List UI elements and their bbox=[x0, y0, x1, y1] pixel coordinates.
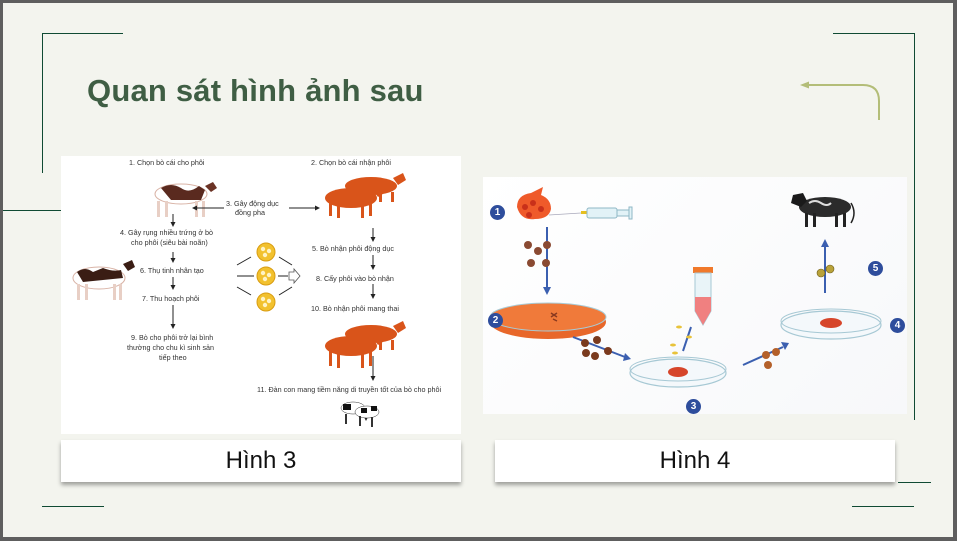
frame-line-top-right-v bbox=[914, 33, 915, 267]
figure-4-ivf-process-diagram: 1 2 3 4 5 bbox=[483, 177, 907, 414]
step-9-label-line3: tiếp theo bbox=[159, 353, 187, 362]
step-6-label: 6. Thụ tinh nhân tạo bbox=[140, 266, 204, 275]
pregnant-cows-icon bbox=[325, 321, 406, 368]
recipient-cows-icon bbox=[325, 173, 406, 218]
syringe-icon bbox=[548, 206, 633, 220]
step-8-label: 8. Cấy phôi vào bò nhận bbox=[316, 274, 394, 283]
slide: Quan sát hình ảnh sau bbox=[3, 3, 953, 537]
step-badge-1: 1 bbox=[490, 205, 505, 220]
curved-arrow-left-icon[interactable] bbox=[3, 3, 953, 133]
calves-icon bbox=[340, 401, 380, 427]
frame-line-top-left-h bbox=[42, 33, 123, 34]
step-10-label: 10. Bò nhận phôi mang thai bbox=[311, 304, 399, 313]
page-title: Quan sát hình ảnh sau bbox=[87, 73, 424, 108]
frame-line-bottom-left-h bbox=[42, 506, 104, 507]
figure-3-caption: Hình 3 bbox=[61, 440, 461, 482]
cow-icon bbox=[791, 193, 855, 227]
step-9-label-line1: 9. Bò cho phôi trở lại bình bbox=[131, 333, 214, 342]
frame-line-bottom-right-h2 bbox=[852, 506, 914, 507]
step-4-label-line2: cho phôi (siêu bài noãn) bbox=[131, 238, 208, 247]
frame-line-bottom-right-h1 bbox=[898, 482, 931, 483]
step-2-label: 2. Chọn bò cái nhận phôi bbox=[311, 158, 391, 167]
donor-cow-small-icon bbox=[72, 260, 135, 300]
step-badge-3: 3 bbox=[686, 399, 701, 414]
step-badge-4: 4 bbox=[890, 318, 905, 333]
figure-3-illustration bbox=[72, 173, 406, 427]
step-11-label: 11. Đàn con mang tiềm năng di truyền tốt… bbox=[257, 385, 442, 394]
ovary-icon bbox=[517, 187, 551, 220]
donor-cow-icon bbox=[154, 182, 217, 217]
figure-4-caption: Hình 4 bbox=[495, 440, 895, 482]
frame-line-top-left-v bbox=[42, 33, 43, 173]
step-badge-5: 5 bbox=[868, 261, 883, 276]
step-3-label-line1: 3. Gây động dục bbox=[226, 199, 279, 208]
frame-line-top-right-h bbox=[833, 33, 914, 34]
figure-3-embryo-transfer-diagram: 1. Chọn bò cái cho phôi 2. Chọn bò cái n… bbox=[61, 156, 461, 434]
step-7-label: 7. Thu hoạch phôi bbox=[142, 294, 200, 303]
step-badge-2: 2 bbox=[488, 313, 503, 328]
step-1-label: 1. Chọn bò cái cho phôi bbox=[129, 158, 205, 167]
frame-line-right-v2 bbox=[914, 267, 915, 420]
step-3-label-line2: đồng pha bbox=[235, 208, 265, 217]
frame-line-left-h bbox=[3, 210, 61, 211]
step-4-label-line1: 4. Gây rụng nhiều trứng ở bò bbox=[120, 228, 214, 237]
figure-4-illustration bbox=[489, 187, 882, 388]
step-9-label-line2: thường cho chu kì sinh sản bbox=[127, 343, 215, 352]
test-tube-icon bbox=[693, 267, 713, 327]
step-5-label: 5. Bò nhận phôi động dục bbox=[312, 244, 394, 253]
